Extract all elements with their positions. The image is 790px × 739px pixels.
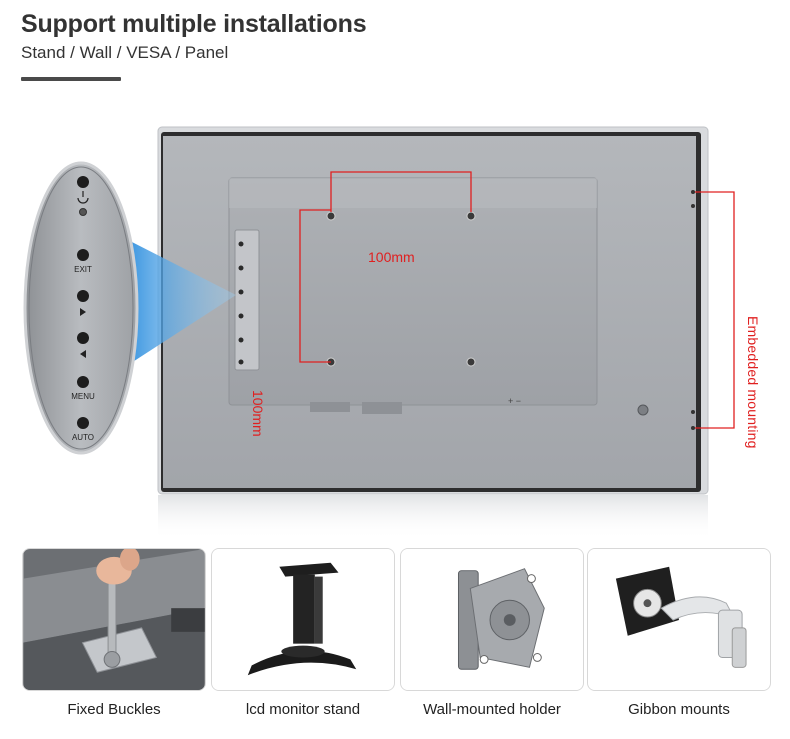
gibbon-mount-illustration bbox=[588, 549, 770, 690]
fixed-buckles-illustration bbox=[23, 549, 205, 690]
horizontal-dimension-label: 100mm bbox=[368, 249, 415, 265]
menu-button-label: MENU bbox=[71, 392, 95, 401]
gibbon-mount-photo bbox=[587, 548, 771, 691]
embedded-mounting-label: Embedded mounting bbox=[745, 316, 761, 449]
fixed-buckles-photo bbox=[22, 548, 206, 691]
monitor-rear-diagram: + − 100mm 100mm Embedded mounting EXIT M… bbox=[0, 100, 790, 540]
monitor-rear-illustration: + − bbox=[23, 126, 735, 540]
monitor-stand-caption: lcd monitor stand bbox=[245, 701, 361, 718]
vertical-dimension-label: 100mm bbox=[250, 390, 266, 437]
svg-text:+ −: + − bbox=[508, 396, 521, 406]
fixed-buckles-caption: Fixed Buckles bbox=[67, 701, 161, 718]
wall-mount-caption: Wall-mounted holder bbox=[423, 701, 561, 718]
title-underline bbox=[21, 77, 121, 81]
auto-button-label: AUTO bbox=[71, 433, 95, 442]
page-title: Support multiple installations bbox=[21, 10, 367, 38]
installation-options: Fixed Buckles lcd monitor stand Wall-mou… bbox=[0, 548, 790, 738]
wall-mount-photo bbox=[400, 548, 584, 691]
monitor-stand-photo bbox=[211, 548, 395, 691]
exit-button-label: EXIT bbox=[74, 265, 92, 274]
page-subtitle: Stand / Wall / VESA / Panel bbox=[21, 43, 229, 62]
wall-mount-illustration bbox=[401, 549, 583, 690]
monitor-stand-illustration bbox=[212, 549, 394, 690]
gibbon-mount-caption: Gibbon mounts bbox=[628, 701, 730, 718]
